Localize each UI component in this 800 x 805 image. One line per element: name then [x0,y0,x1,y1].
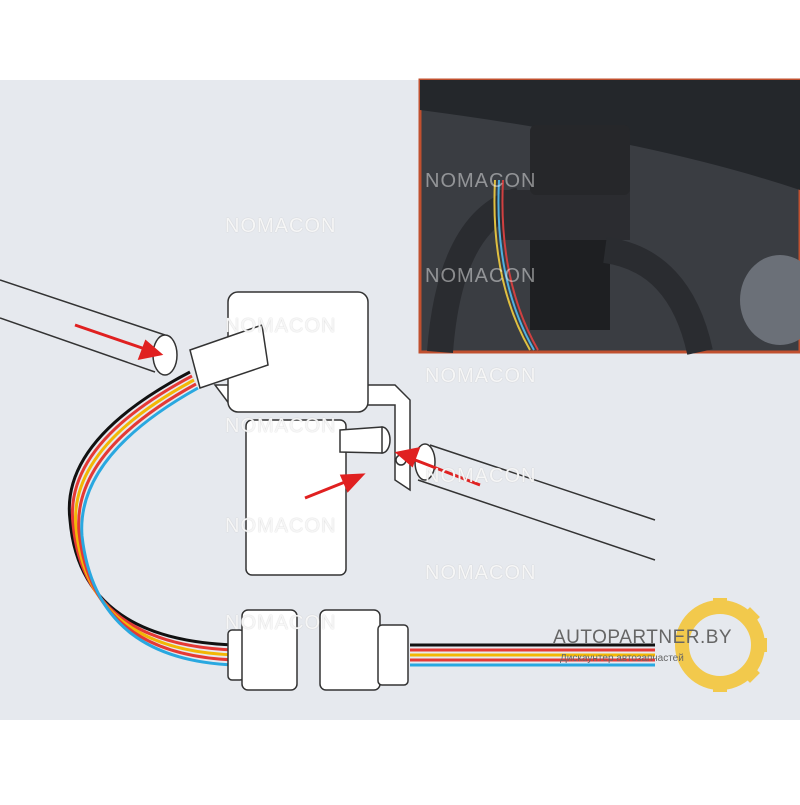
watermark: NOMACON [225,612,337,634]
photo-inset [418,78,800,355]
watermark: NOMACON [225,315,337,337]
watermark: NOMACON [225,415,337,437]
wire-bundle [67,370,655,667]
connector [227,609,409,691]
watermark: NOMACON [425,562,537,584]
watermark: NOMACON [225,215,337,237]
watermark: NOMACON [225,515,337,537]
logo-name: AUTOPARTNER.BY [553,627,733,648]
logo-tagline: Дискаунтер автозапчастей [560,653,684,664]
watermark: NOMACON [425,265,537,287]
valve [189,291,411,576]
tubes [0,279,656,561]
watermark: NOMACON [425,365,537,387]
flow-arrows [74,323,481,500]
watermark: NOMACON [425,170,537,192]
gear-logo-icon [675,598,767,692]
watermark: NOMACON [425,465,537,487]
